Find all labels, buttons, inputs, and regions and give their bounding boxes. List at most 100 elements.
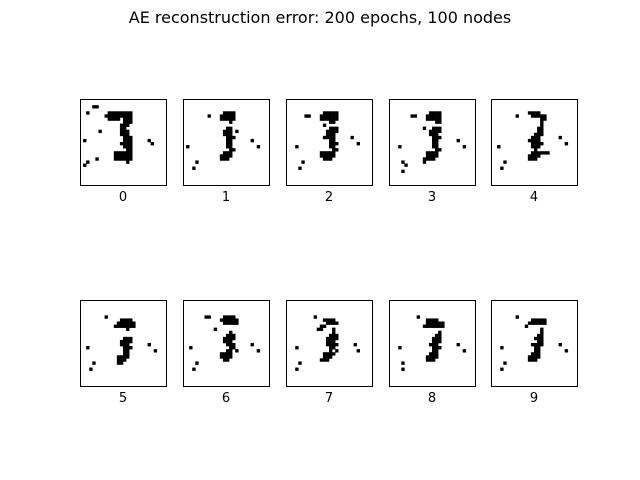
pixel-cell (332, 126, 336, 131)
pixel-cell (435, 117, 439, 121)
pixel-cell (401, 367, 405, 371)
pixel-cell (435, 145, 439, 149)
pixel-cell (537, 349, 541, 353)
pixel-cell (123, 154, 127, 158)
pixel-cell (126, 151, 130, 155)
pixel-cell (335, 117, 339, 121)
pixel-cell (86, 160, 90, 164)
image-panel-5: 5 (80, 300, 167, 406)
pixel-cell (123, 336, 127, 341)
pixel-cell (116, 114, 121, 118)
pixel-cell (222, 352, 227, 356)
pixel-cell (113, 111, 118, 115)
pixel-cell (232, 336, 236, 341)
pixel-cell (537, 352, 541, 356)
pixel-cell (329, 142, 333, 146)
pixel-cell (325, 154, 330, 158)
pixel-cell (438, 129, 442, 134)
pixel-cell (319, 114, 324, 118)
pixel-cell (329, 346, 333, 350)
pixel-cell (335, 333, 339, 338)
pixel-cell (530, 321, 535, 325)
pixel-cell (329, 135, 333, 140)
pixel-cell (129, 157, 133, 161)
pixel-cell (113, 151, 118, 155)
pixel-cell (119, 361, 124, 365)
pixel-cell (226, 318, 230, 322)
pixel-cell (537, 132, 541, 137)
pixel-cell (441, 321, 445, 325)
pixel-cell (456, 138, 460, 143)
pixel-cell (435, 355, 439, 359)
pixel-cell (147, 343, 151, 347)
pixel-cell (322, 117, 327, 121)
pixel-cell (398, 145, 402, 149)
pixel-cell (119, 321, 124, 325)
pixel-cell (232, 321, 236, 325)
pixel-cell (432, 135, 436, 140)
pixel-cell (232, 315, 236, 319)
pixel-cell (540, 330, 544, 335)
pixel-cell (229, 126, 233, 131)
pixel-cell (432, 157, 436, 161)
pixel-cell (534, 343, 538, 347)
pixel-cell (422, 157, 427, 161)
pixel-cell (356, 349, 361, 353)
pixel-cell (335, 349, 339, 353)
pixel-cell (116, 117, 121, 121)
pixel-cell (413, 114, 417, 118)
pixel-cell (530, 145, 535, 149)
pixel-cell (530, 355, 535, 359)
pixel-cell (435, 318, 439, 322)
pixel-cell (86, 346, 90, 350)
pixel-cell (425, 358, 430, 362)
pixel-cell (543, 114, 547, 118)
pixel-cell (329, 151, 333, 155)
pixel-cell (219, 117, 224, 121)
pixel-cell (530, 352, 535, 356)
pixel-cell (428, 132, 433, 137)
pixel-cell (537, 343, 541, 347)
pixel-cell (129, 321, 133, 325)
pixel-cell (226, 135, 230, 140)
pixel-cell (432, 324, 436, 328)
pixel-cell (329, 355, 333, 359)
pixel-cell (329, 336, 333, 341)
pixel-cell (329, 114, 333, 118)
pixel-cell (313, 315, 318, 319)
panel-frame (491, 99, 578, 186)
pixel-cell (222, 315, 227, 319)
pixel-cell (126, 355, 130, 359)
pixel-cell (229, 135, 233, 140)
pixel-cell (232, 135, 236, 140)
pixel-cell (332, 135, 336, 140)
pixel-cell (428, 318, 433, 322)
pixel-cell (425, 117, 430, 121)
pixel-cell (530, 157, 535, 161)
pixel-cell (428, 154, 433, 158)
pixel-cell (432, 114, 436, 118)
pixel-cell (428, 355, 433, 359)
pixel-cell (126, 129, 130, 134)
pixel-cell (229, 339, 233, 344)
pixel-cell (500, 367, 504, 371)
pixel-cell (319, 117, 324, 121)
pixel-cell (119, 132, 124, 137)
pixel-cell (428, 352, 433, 356)
pixel-cell (325, 114, 330, 118)
pixel-cell (126, 349, 130, 353)
pixel-cell (126, 135, 130, 140)
pixel-cell (435, 321, 439, 325)
pixel-cell (229, 145, 233, 149)
image-panel-2: 2 (286, 99, 373, 205)
pixel-cell (322, 324, 327, 328)
pixel-cell (104, 315, 108, 319)
pixel-cell (558, 135, 562, 140)
pixel-cell (229, 138, 233, 143)
pixel-cell (428, 111, 433, 115)
panel-frame (286, 300, 373, 387)
pixel-cell (332, 336, 336, 341)
pixel-cell (222, 117, 227, 121)
pixel-cell (123, 157, 127, 161)
pixel-cell (229, 349, 233, 353)
